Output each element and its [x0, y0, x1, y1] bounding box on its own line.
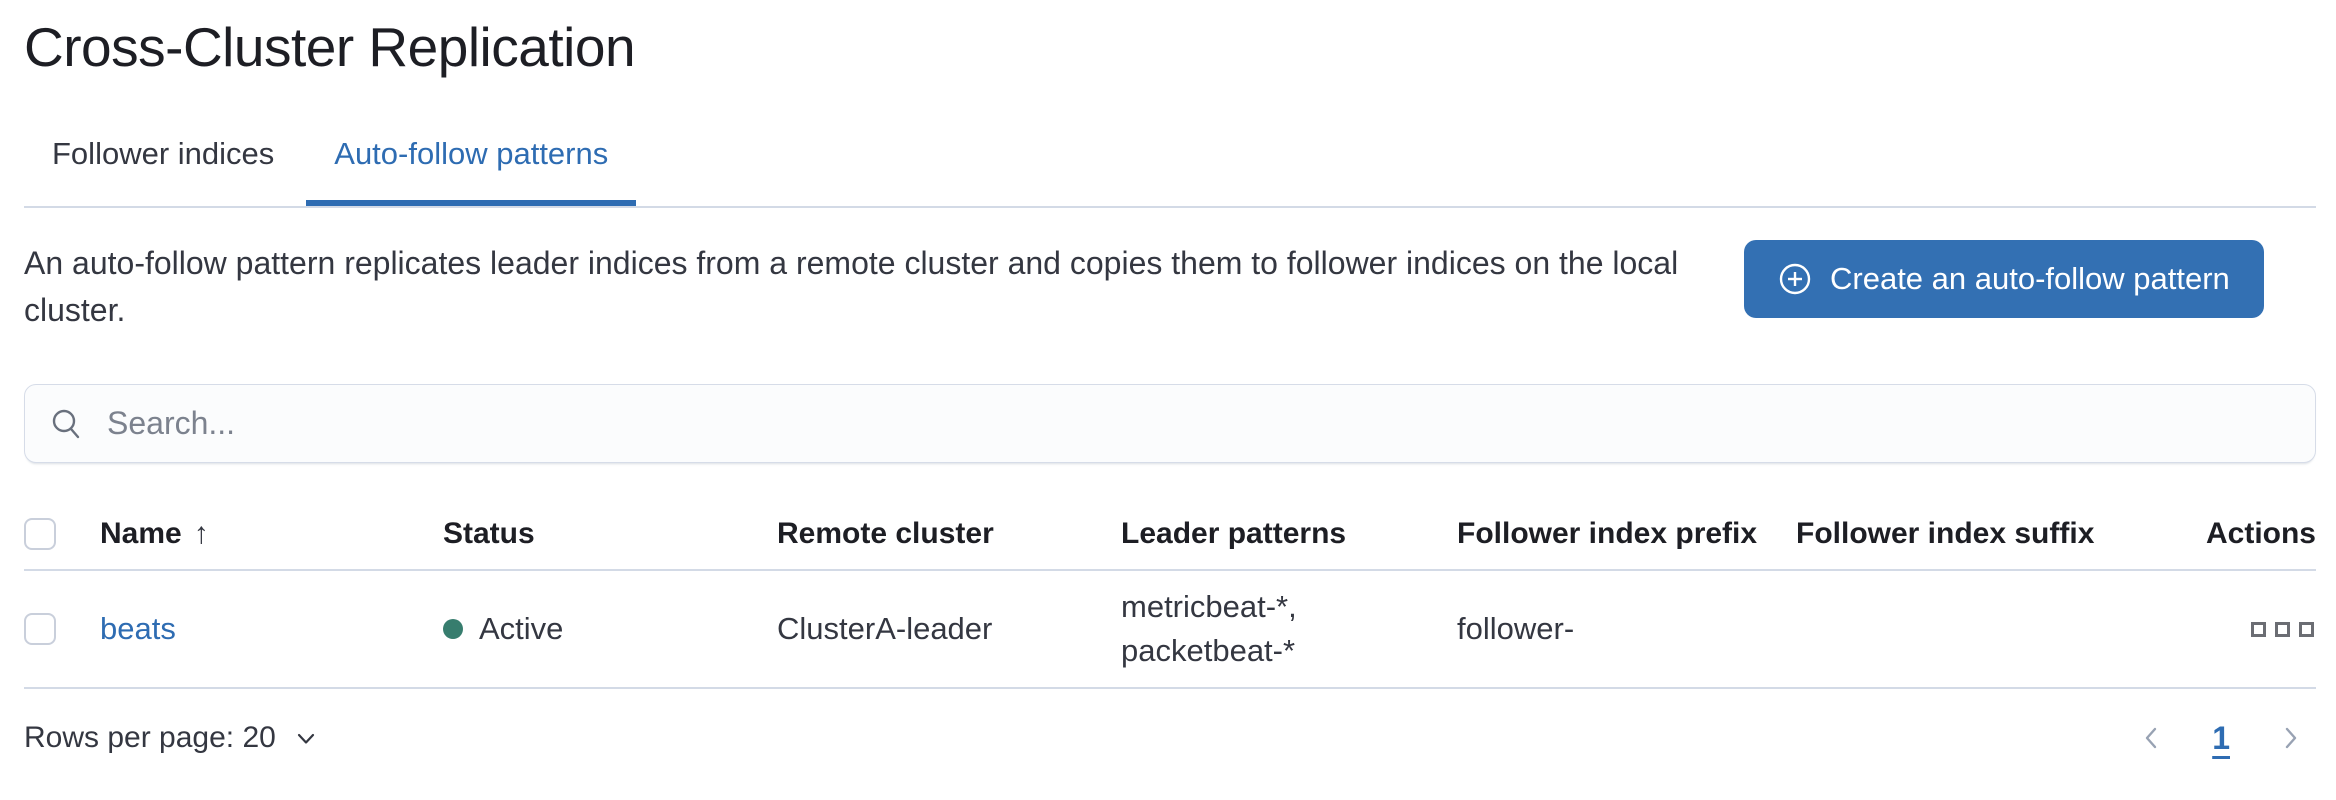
pagination: 1	[2130, 717, 2312, 759]
chevron-down-icon	[292, 724, 320, 752]
column-header-actions: Actions	[2205, 517, 2316, 550]
row-checkbox-cell	[24, 613, 100, 645]
search-bar	[24, 384, 2316, 463]
tab-auto-follow-patterns[interactable]: Auto-follow patterns	[306, 134, 636, 206]
actions-cell	[2135, 616, 2316, 643]
create-auto-follow-pattern-button[interactable]: Create an auto-follow pattern	[1744, 240, 2264, 318]
search-icon	[49, 406, 85, 442]
column-header-leader-patterns: Leader patterns	[1121, 517, 1347, 550]
plus-in-circle-icon	[1778, 262, 1812, 296]
status-cell: Active	[443, 611, 777, 647]
column-header-status: Status	[443, 517, 535, 550]
select-all-checkbox[interactable]	[24, 518, 56, 550]
next-page-button[interactable]	[2270, 717, 2312, 759]
column-header-remote-cluster: Remote cluster	[777, 517, 994, 550]
page-title: Cross-Cluster Replication	[24, 16, 636, 78]
column-header-follower-index-prefix: Follower index prefix	[1457, 517, 1758, 550]
page-number-1[interactable]: 1	[2212, 719, 2230, 756]
leader-patterns-cell: metricbeat-*, packetbeat-*	[1121, 585, 1457, 673]
table-header-row: Name ↑ Status Remote cluster Leader patt…	[24, 509, 2316, 571]
status-label: Active	[479, 611, 564, 646]
create-button-label: Create an auto-follow pattern	[1830, 261, 2230, 296]
follower-index-prefix-cell: follower-	[1457, 611, 1575, 646]
column-header-name-label: Name	[100, 517, 182, 550]
previous-page-button[interactable]	[2130, 717, 2172, 759]
rows-per-page-button[interactable]: Rows per page: 20	[24, 721, 320, 755]
auto-follow-patterns-table: Name ↑ Status Remote cluster Leader patt…	[24, 509, 2316, 689]
table-row: beats Active ClusterA-leader metricbeat-…	[24, 571, 2316, 689]
leader-pattern-line: packetbeat-*	[1121, 633, 1296, 668]
row-actions-button[interactable]	[2249, 616, 2316, 643]
row-checkbox[interactable]	[24, 613, 56, 645]
page-header-row: An auto-follow pattern replicates leader…	[24, 240, 2316, 334]
tab-bar: Follower indices Auto-follow patterns	[24, 134, 2316, 208]
remote-cluster-cell: ClusterA-leader	[777, 611, 993, 646]
search-input[interactable]	[105, 404, 2291, 443]
status-active-dot-icon	[443, 619, 463, 639]
tab-follower-indices[interactable]: Follower indices	[52, 136, 275, 171]
boxes-horizontal-icon	[2251, 621, 2266, 637]
column-header-name[interactable]: Name ↑	[100, 517, 443, 551]
header-checkbox-cell	[24, 518, 100, 550]
pattern-name-link[interactable]: beats	[100, 611, 176, 646]
rows-per-page-label: Rows per page: 20	[24, 721, 276, 754]
leader-pattern-line: metricbeat-*,	[1121, 589, 1297, 624]
column-header-follower-index-suffix: Follower index suffix	[1796, 517, 2095, 550]
table-footer: Rows per page: 20 1	[24, 689, 2316, 759]
page-description: An auto-follow pattern replicates leader…	[24, 245, 1679, 328]
pattern-name-cell: beats	[100, 611, 443, 647]
cross-cluster-replication-page: Cross-Cluster Replication Follower indic…	[24, 16, 2316, 759]
sort-ascending-icon: ↑	[193, 517, 209, 550]
